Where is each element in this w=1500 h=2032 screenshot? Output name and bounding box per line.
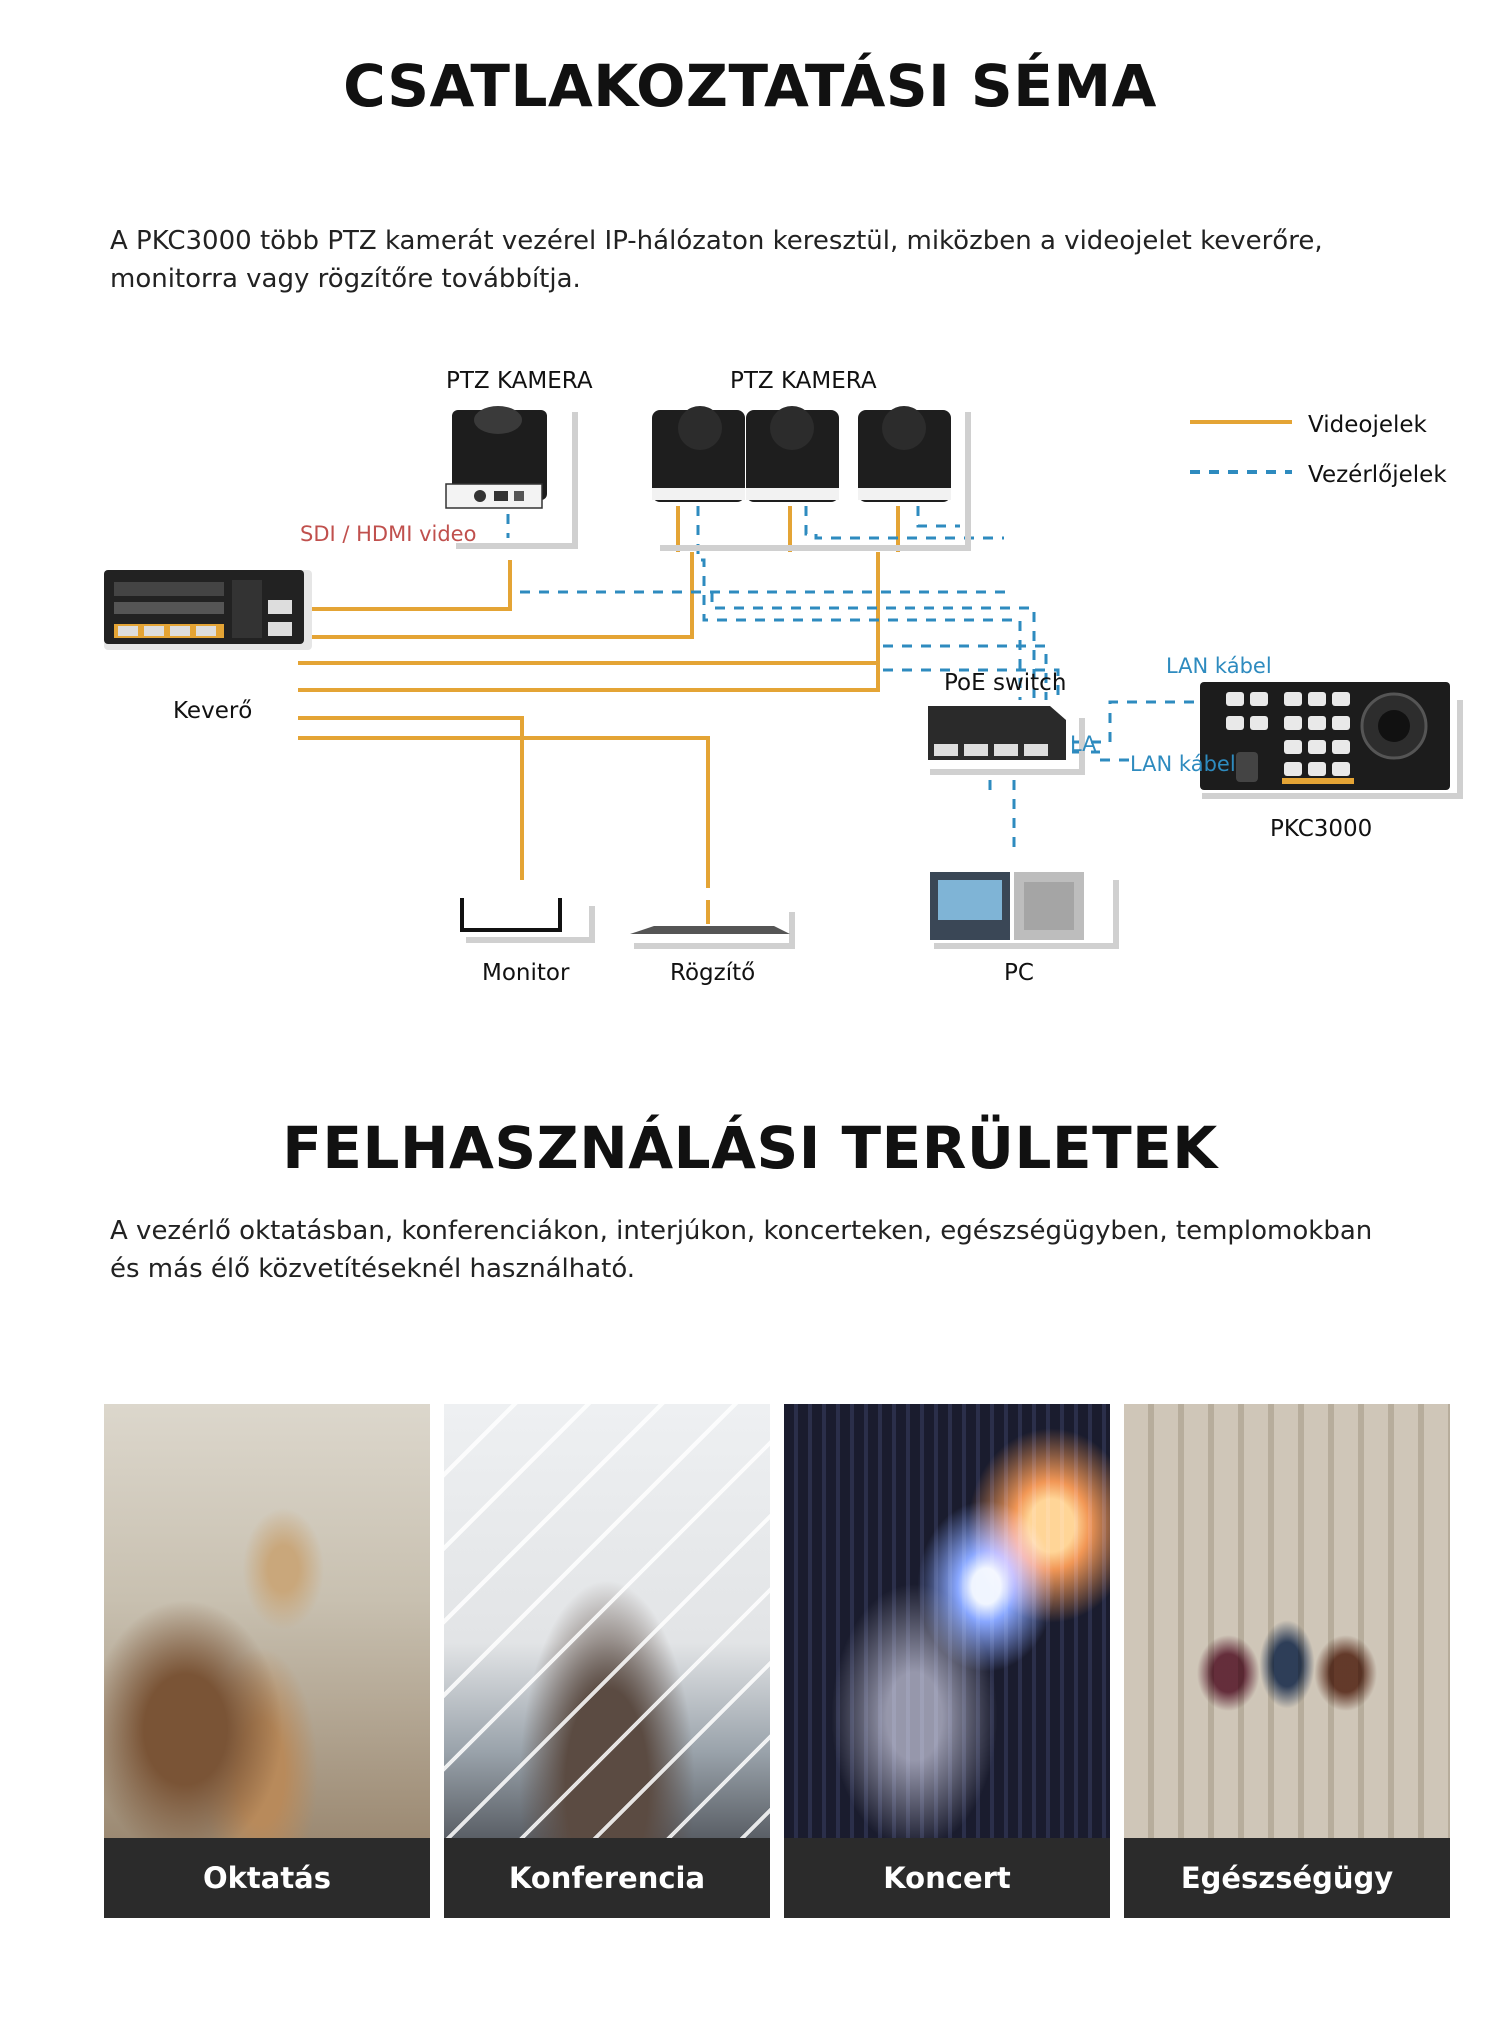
card-label: Konferencia xyxy=(444,1838,770,1918)
ptz-camera-group xyxy=(652,406,971,551)
monitor-label: Monitor xyxy=(482,960,570,986)
pc-label: PC xyxy=(1004,960,1034,986)
connection-diagram: PTZ KAMERA PTZ KAMERA SDI / HDMI video K… xyxy=(0,368,1500,1010)
lan-cable-label-2: LAN kábel xyxy=(1130,752,1236,776)
sdi-hdmi-label: SDI / HDMI video xyxy=(300,522,477,546)
camera-label-2: PTZ KAMERA xyxy=(730,368,877,394)
card-healthcare: Egészségügy xyxy=(1124,1404,1450,1918)
recorder-device xyxy=(630,912,795,949)
page-title: CSATLAKOZTATÁSI SÉMA xyxy=(343,52,1157,120)
section-title: FELHASZNÁLÁSI TERÜLETEK xyxy=(282,1114,1218,1182)
poe-switch-label: PoE switch xyxy=(944,670,1067,696)
ptz-camera-single xyxy=(445,406,578,549)
applications-text: A vezérlő oktatásban, konferenciákon, in… xyxy=(110,1216,1373,1284)
church-interior-photo xyxy=(1124,1404,1450,1838)
card-label: Oktatás xyxy=(104,1838,430,1918)
card-label: Egészségügy xyxy=(1124,1838,1450,1918)
intro-text: A PKC3000 több PTZ kamerát vezérel IP-há… xyxy=(110,226,1323,294)
lan-cable-label-1: LAN kábel xyxy=(1166,654,1272,678)
pc-device xyxy=(930,872,1119,949)
legend-control-label: Vezérlőjelek xyxy=(1308,462,1447,488)
recorder-label: Rögzítő xyxy=(670,960,756,986)
mixer-label: Keverő xyxy=(173,698,253,724)
lan-cable-label-3: LA xyxy=(1070,732,1097,756)
card-education: Oktatás xyxy=(104,1404,430,1918)
video-mixer xyxy=(104,570,312,650)
card-concert: Koncert xyxy=(784,1404,1110,1918)
controller-label: PKC3000 xyxy=(1270,816,1373,842)
control-lines xyxy=(506,506,1200,856)
classroom-photo xyxy=(104,1404,430,1838)
conference-room-photo xyxy=(444,1404,770,1838)
poe-switch xyxy=(928,706,1085,775)
camera-label-1: PTZ KAMERA xyxy=(446,368,593,394)
legend-video-label: Videojelek xyxy=(1308,412,1427,438)
video-lines xyxy=(298,506,900,924)
pkc3000-controller xyxy=(1200,682,1463,799)
card-conference: Konferencia xyxy=(444,1404,770,1918)
monitor-device xyxy=(460,898,595,943)
concert-stage-photo xyxy=(784,1404,1110,1838)
card-label: Koncert xyxy=(784,1838,1110,1918)
